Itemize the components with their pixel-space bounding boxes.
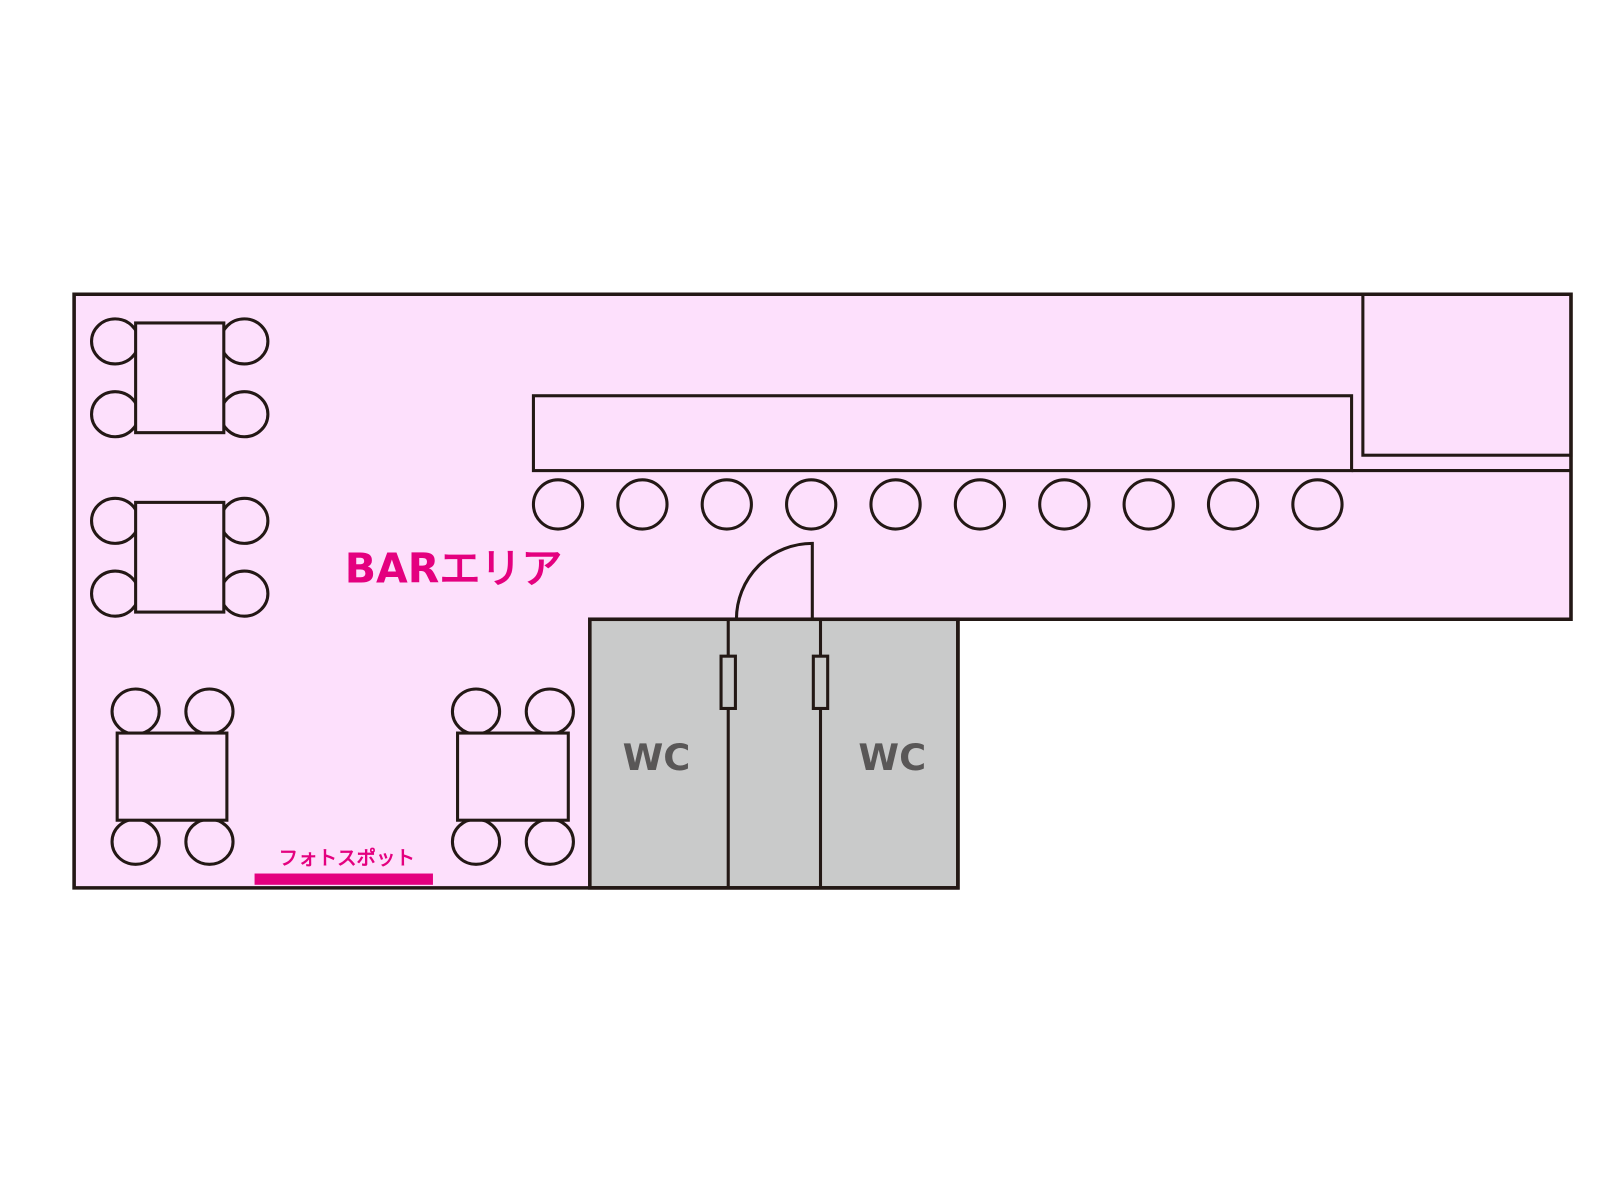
chair [90, 317, 141, 366]
table-groups [90, 317, 575, 866]
back-room [1361, 292, 1573, 457]
chair [219, 496, 270, 545]
bar-stool [785, 478, 838, 531]
entrance-door-swing [734, 541, 814, 620]
bar-stool [1122, 478, 1175, 531]
table [134, 500, 226, 614]
chair [90, 569, 141, 618]
wc-door-left [719, 654, 737, 710]
chair [110, 817, 161, 866]
photo-spot-marker [254, 873, 433, 885]
bar-stool [700, 478, 753, 531]
table-group [90, 317, 270, 439]
chair [184, 687, 235, 736]
chair [450, 817, 502, 866]
bar-stools [531, 478, 1344, 531]
bar-stool [531, 478, 585, 531]
bar-stool [616, 478, 669, 531]
chair [450, 687, 502, 736]
chair [219, 390, 270, 439]
chair [90, 496, 141, 545]
table [115, 731, 229, 822]
bar-counter [531, 394, 1354, 473]
table-group [450, 687, 575, 866]
table [456, 731, 570, 822]
table-group [90, 496, 270, 618]
chair [110, 687, 161, 736]
bar-area-label: BARエリア [345, 544, 563, 592]
table [134, 321, 226, 435]
bar-stool [1206, 478, 1260, 531]
chair [219, 317, 270, 366]
chair [90, 390, 141, 439]
bar-stool [869, 478, 922, 531]
photo-spot-label: フォトスポット [279, 846, 415, 869]
wc-label-left: WC [623, 736, 691, 779]
bar-stool [1291, 478, 1344, 531]
chair [184, 817, 235, 866]
bar-stool [1038, 478, 1091, 531]
bar-stool [953, 478, 1007, 531]
wc-label-right: WC [858, 736, 926, 779]
chair [524, 817, 575, 866]
chair [524, 687, 575, 736]
chair [219, 569, 270, 618]
table-group [110, 687, 235, 866]
wc-door-right [811, 654, 830, 710]
